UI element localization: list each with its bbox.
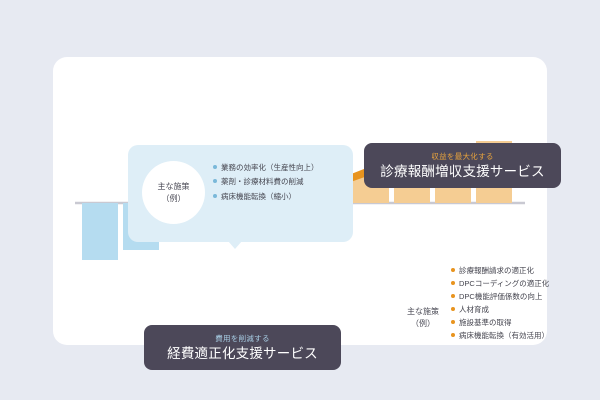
- revenue-label-line2: （例）: [411, 318, 435, 328]
- cost-measure-label: 病床機能転換（縮小）: [221, 191, 296, 201]
- cost-measure-label: 業務の効率化（生産性向上）: [221, 163, 319, 172]
- revenue-measure-item: 人材育成: [451, 305, 586, 314]
- bullet-dot-icon: [451, 281, 455, 285]
- cost-measure-item: 業務の効率化（生産性向上）: [213, 163, 348, 172]
- bullet-dot-icon: [451, 333, 455, 337]
- cost-measure-item: 病床機能転換（縮小）: [213, 192, 348, 201]
- revenue-measures-label: 主な施策 （例）: [394, 306, 452, 329]
- bullet-dot-icon: [213, 193, 217, 198]
- revenue-measure-label: 人材育成: [459, 305, 489, 314]
- revenue-service-eyebrow: 収益を最大化する: [431, 152, 494, 161]
- revenue-measure-item: 施設基準の取得: [451, 318, 586, 327]
- callout-tail: [228, 241, 242, 249]
- revenue-measure-item: 診療報酬請求の適正化: [451, 266, 586, 275]
- revenue-service-title: 診療報酬増収支援サービス: [380, 163, 545, 179]
- bullet-dot-icon: [451, 294, 455, 298]
- bullet-dot-icon: [451, 307, 455, 311]
- revenue-measure-item: 病床機能転換（有効活用）: [451, 331, 586, 340]
- cost-measure-item: 薬剤・診療材料費の削減: [213, 177, 348, 186]
- revenue-measure-label: DPCコーディングの適正化: [459, 279, 550, 288]
- cost-measure-label: 薬剤・診療材料費の削減: [221, 177, 304, 187]
- bullet-dot-icon: [451, 268, 455, 272]
- cost-bar: [82, 203, 118, 260]
- cost-service-title: 経費適正化支援サービス: [167, 345, 318, 361]
- revenue-label-line1: 主な施策: [407, 307, 439, 316]
- cost-service-box[interactable]: 費用を削減する 経費適正化支援サービス: [144, 325, 341, 370]
- cost-circle-label-line2: （例）: [161, 193, 186, 203]
- revenue-measure-label: 施設基準の取得: [459, 318, 512, 327]
- cost-measures-list: 業務の効率化（生産性向上） 薬剤・診療材料費の削減病床機能転換（縮小）: [213, 163, 348, 206]
- content-card: 主な施策 （例） 業務の効率化（生産性向上）薬剤・診療材料費の削減病床機能転換（…: [53, 57, 561, 370]
- revenue-measure-item: DPC機能評価係数の向上: [451, 292, 586, 301]
- revenue-measures-list: 診療報酬請求の適正化 DPCコーディングの適正化 DPC機能評価係数の向上人材育成施…: [451, 266, 586, 344]
- cost-measures-circle: 主な施策 （例）: [142, 161, 205, 224]
- bullet-dot-icon: [451, 320, 455, 324]
- revenue-service-box[interactable]: 収益を最大化する 診療報酬増収支援サービス: [364, 143, 561, 188]
- revenue-measure-label: 診療報酬請求の適正化: [459, 266, 534, 275]
- revenue-measure-item: DPCコーディングの適正化: [451, 279, 586, 288]
- revenue-measure-label: DPC機能評価係数の向上: [459, 292, 543, 301]
- bullet-dot-icon: [213, 179, 217, 184]
- bullet-dot-icon: [213, 165, 217, 169]
- revenue-measure-label: 病床機能転換（有効活用）: [459, 331, 549, 340]
- cost-circle-label-line1: 主な施策: [157, 181, 190, 191]
- cost-service-eyebrow: 費用を削減する: [215, 334, 270, 343]
